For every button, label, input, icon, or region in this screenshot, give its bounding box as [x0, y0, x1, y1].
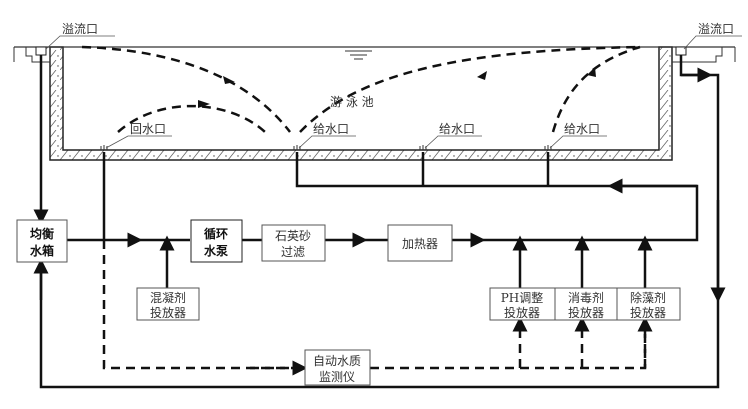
circulation-pump-box [190, 219, 243, 263]
pool-structure [13, 46, 736, 161]
box-label: 混凝剂 [150, 290, 186, 305]
supply-inlet-label: 给水口 [439, 122, 475, 136]
box-label: 投放器 [150, 305, 186, 320]
box-label: 除藻剂 [630, 290, 666, 305]
supply-inlet-label: 给水口 [313, 122, 349, 136]
box-label: 水泵 [204, 243, 228, 258]
balance-tank-box [16, 219, 68, 263]
box-label: 过滤 [281, 245, 305, 259]
box-label: PH调整 [501, 290, 544, 305]
flow-arrows [198, 67, 596, 108]
box-label: 自动水质 [313, 354, 361, 368]
box-label: 投放器 [630, 305, 666, 320]
box-label: 投放器 [568, 305, 604, 320]
overflow-left-label: 溢流口 [62, 22, 98, 36]
coagulant-dispenser-box [136, 287, 200, 321]
water-level-icon [345, 50, 372, 60]
algaecide-dispenser-box [616, 287, 681, 321]
nozzle-icons [100, 145, 552, 150]
return-inlet-label: 回水口 [130, 122, 166, 136]
box-label: 加热器 [402, 237, 438, 251]
box-label: 均衡 [30, 226, 54, 241]
heater-box [387, 224, 453, 262]
box-label: 石英砂 [275, 229, 311, 243]
supply-inlet-label: 给水口 [564, 122, 600, 136]
box-label: 监测仪 [319, 370, 355, 384]
box-label: 消毒剂 [568, 290, 604, 305]
pool-label: 游 泳 池 [330, 95, 374, 109]
water-quality-monitor-box [304, 349, 371, 386]
disinfectant-dispenser-box [554, 287, 618, 321]
sand-filter-box [261, 224, 326, 262]
box-label: 循环 [204, 226, 228, 241]
box-label: 水箱 [30, 243, 54, 258]
solid-pipes [33, 55, 726, 389]
overflow-right-label: 溢流口 [698, 22, 734, 36]
box-label: 投放器 [504, 305, 540, 320]
dashed-signal-lines [81, 45, 653, 376]
